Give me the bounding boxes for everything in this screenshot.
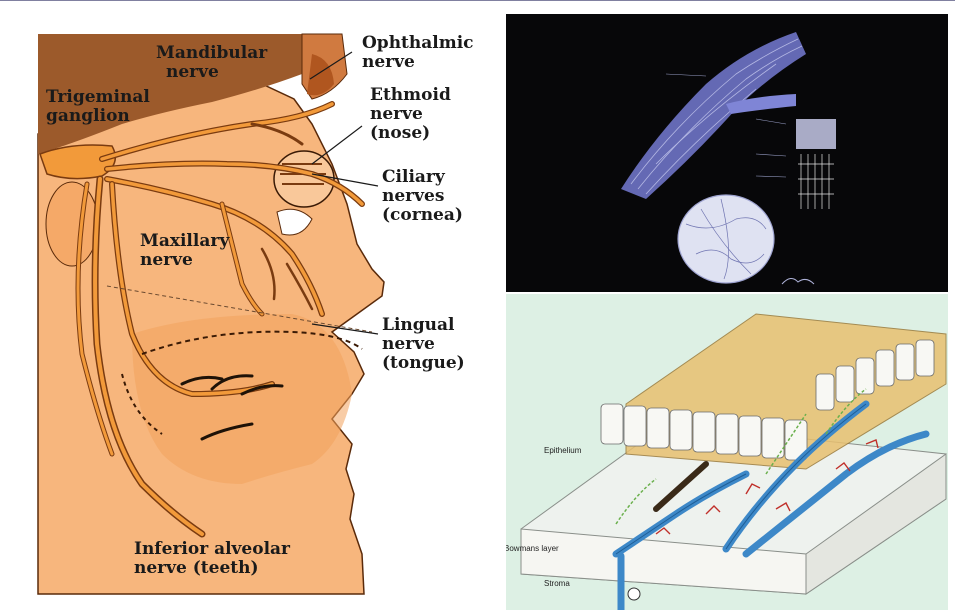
label-epithelium: Epithelium <box>544 446 581 455</box>
ganglion <box>40 145 115 179</box>
top-border <box>0 0 955 1</box>
corneal-nerve-sketch <box>506 14 948 292</box>
artist-signature <box>782 278 814 284</box>
fiber-strands <box>798 154 834 209</box>
ear <box>46 182 98 266</box>
cornea-cross-section: Epithelium Bowmans layer Stroma <box>506 294 948 610</box>
nerve-fiber-illustration <box>506 14 948 292</box>
corneal-disc <box>678 195 774 283</box>
fiber-column <box>796 119 836 149</box>
label-stroma: Stroma <box>544 579 570 588</box>
label-bowmans-layer: Bowmans layer <box>506 544 559 553</box>
nerve-bundle <box>621 32 806 199</box>
stroma-marker <box>628 588 640 600</box>
